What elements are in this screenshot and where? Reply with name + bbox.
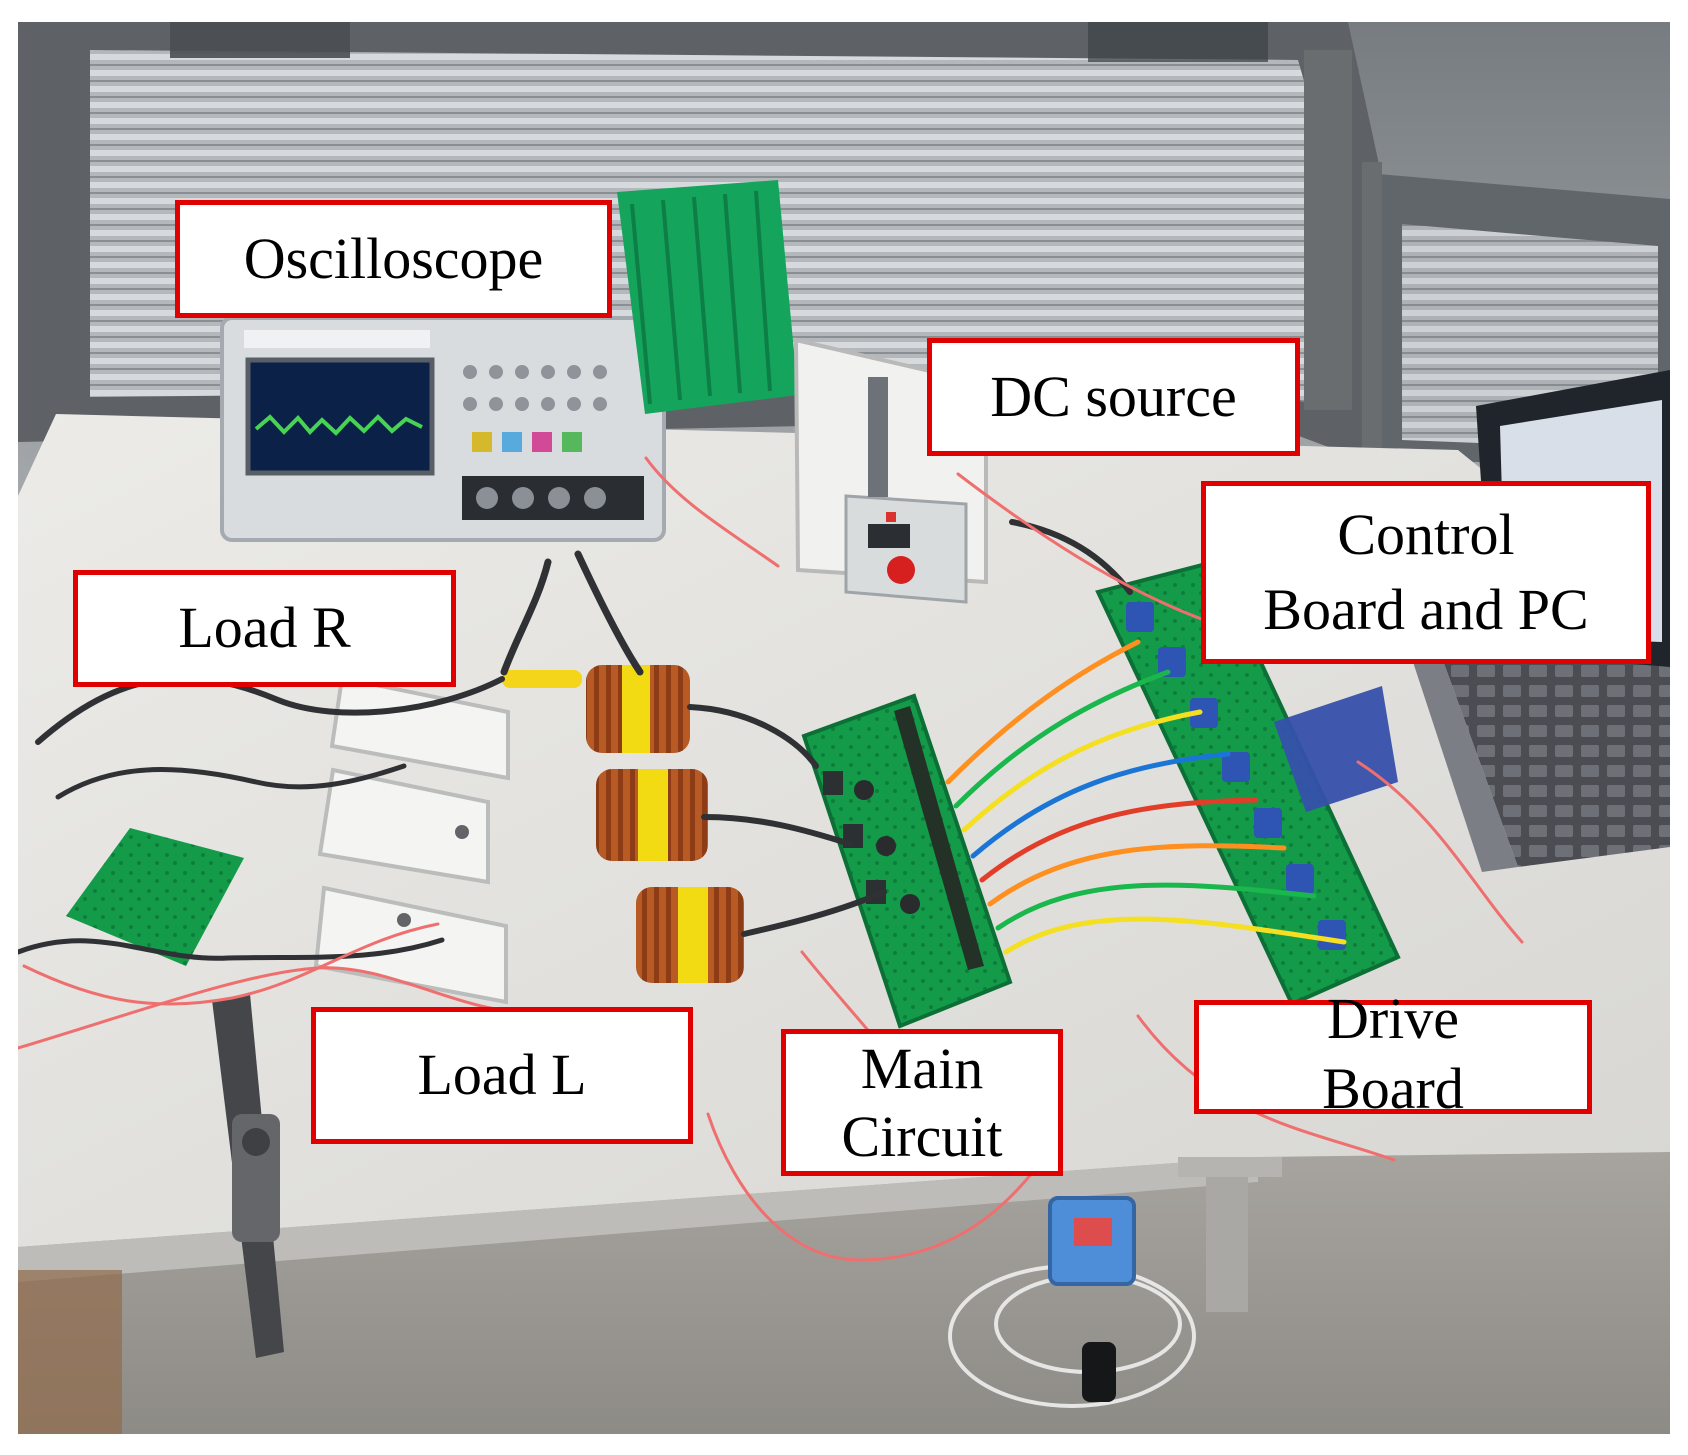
dc-source-label-text: DC source [990, 363, 1237, 429]
floor-box [18, 1270, 122, 1434]
colored-wires [945, 639, 1347, 955]
control-board-pc-label: Control Board and PC [1201, 481, 1651, 664]
main-circuit-board [801, 693, 1013, 1029]
main-circuit-label: Main Circuit [781, 1029, 1063, 1176]
dc-source-label: DC source [927, 338, 1300, 456]
load-l-label-text: Load L [417, 1042, 587, 1108]
floor-box-and-clip [1048, 1196, 1136, 1402]
left-pcb-and-probe [66, 828, 284, 1358]
drive-board-label-line-2: Board [1322, 1056, 1464, 1121]
control-board-label-line-2: Board and PC [1263, 576, 1589, 642]
control-board-label-line-1: Control [1337, 502, 1515, 568]
load-r-resistors [313, 675, 510, 1005]
load-r-label: Load R [73, 570, 456, 687]
drive-board [1095, 559, 1401, 1007]
green-board-background [617, 180, 798, 414]
main-circuit-label-line-2: Circuit [841, 1103, 1003, 1169]
load-l-inductors [502, 665, 744, 983]
cables [18, 519, 1133, 961]
lab-setup-photo [18, 22, 1670, 1434]
experimental-setup-scene [18, 22, 1670, 1434]
load-l-label: Load L [311, 1007, 693, 1144]
oscilloscope [220, 316, 666, 542]
load-r-label-text: Load R [178, 595, 351, 661]
oscilloscope-label-text: Oscilloscope [243, 225, 544, 291]
drive-board-label: Drive Board [1194, 986, 1592, 1121]
main-circuit-label-line-1: Main [860, 1035, 984, 1101]
oscilloscope-label: Oscilloscope [175, 200, 612, 318]
red-wires [18, 456, 1524, 1262]
drive-board-label-line-1: Drive [1326, 986, 1460, 1051]
